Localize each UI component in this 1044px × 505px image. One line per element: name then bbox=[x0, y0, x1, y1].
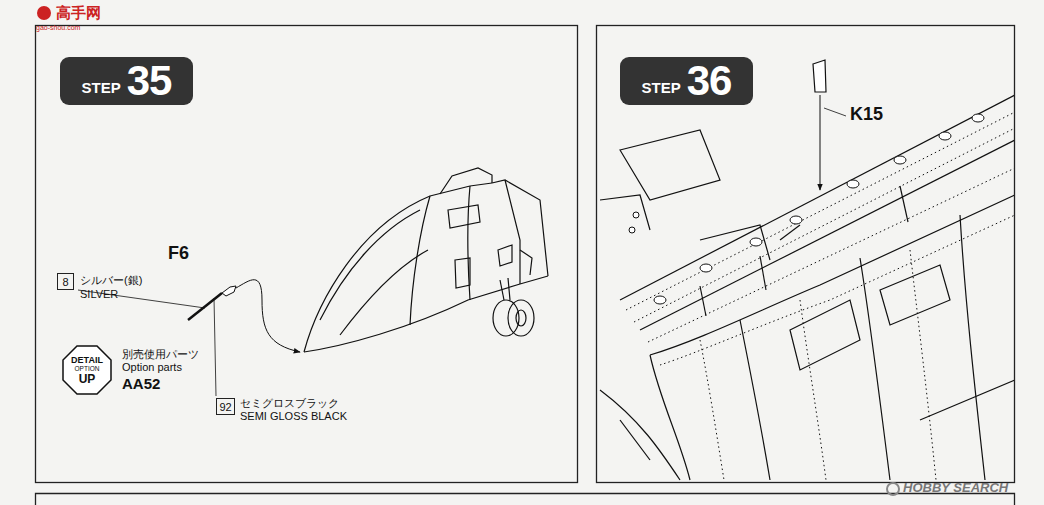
color-name: SEMI GLOSS BLACK bbox=[240, 410, 347, 422]
color-name: SILVER bbox=[80, 288, 118, 300]
part-number: F6 bbox=[168, 243, 189, 264]
option-note: Option parts bbox=[122, 361, 182, 373]
color-name: シルバー(銀) bbox=[80, 273, 142, 288]
part-number: K15 bbox=[850, 104, 883, 125]
badge-text: OPTION bbox=[75, 365, 100, 373]
option-note: 別売使用パーツ bbox=[122, 347, 199, 362]
color-number: 8 bbox=[62, 276, 68, 288]
fuselage-drawing bbox=[600, 60, 1014, 480]
badge-text: UP bbox=[79, 373, 96, 385]
color-number: 92 bbox=[219, 401, 231, 413]
watermark: 高手网 bbox=[56, 4, 101, 23]
step-number: 36 bbox=[687, 57, 732, 105]
watermark-logo bbox=[37, 6, 51, 20]
color-callout: 8 bbox=[57, 273, 74, 290]
step-badge: STEP 36 bbox=[620, 57, 753, 105]
option-part-number: AA52 bbox=[122, 375, 160, 392]
watermark: HOBBY SEARCH bbox=[903, 480, 1008, 495]
step-panel bbox=[36, 494, 1015, 505]
step-word: STEP bbox=[82, 79, 121, 96]
step-word: STEP bbox=[642, 79, 681, 96]
badge-text: DETAIL bbox=[71, 355, 103, 365]
step-number: 35 bbox=[127, 57, 172, 105]
color-name: セミグロスブラック bbox=[240, 396, 339, 411]
watermark-logo bbox=[887, 483, 899, 495]
step-panel bbox=[597, 26, 1015, 483]
detail-up-badge: DETAILOPTIONUP bbox=[62, 345, 112, 395]
antenna-part bbox=[813, 60, 826, 92]
watermark: gao-shou.com bbox=[36, 24, 80, 31]
color-callout: 92 bbox=[216, 398, 235, 415]
step-badge: STEP 35 bbox=[60, 57, 193, 105]
aircraft-nose bbox=[304, 168, 548, 352]
step-panel bbox=[36, 26, 578, 483]
